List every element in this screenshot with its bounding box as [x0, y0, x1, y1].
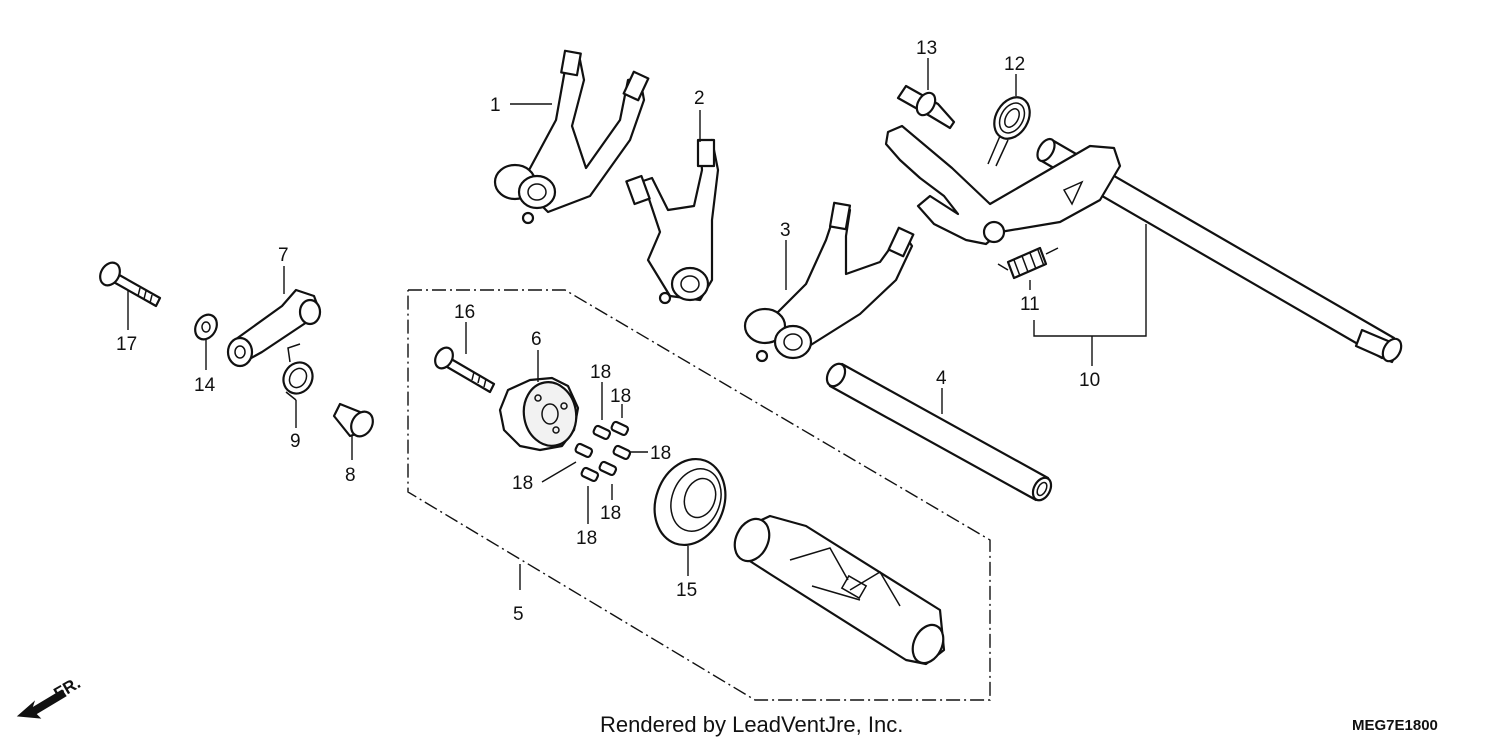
footer-credit: Rendered by LeadVentJre, Inc. — [600, 712, 903, 737]
washer-14[interactable] — [191, 311, 221, 344]
callout-7: 7 — [278, 245, 289, 266]
callout-18d: 18 — [512, 473, 533, 494]
spring-11[interactable] — [997, 246, 1059, 280]
gearshift-spindle-10[interactable] — [884, 124, 1405, 364]
callout-2: 2 — [694, 88, 705, 109]
callout-3: 3 — [780, 220, 791, 241]
callout-18a: 18 — [590, 362, 611, 383]
shift-drum[interactable] — [728, 513, 949, 668]
callout-18c: 18 — [650, 443, 671, 464]
collar-8[interactable] — [332, 402, 377, 440]
kit-5-boundary — [407, 289, 991, 701]
bolt-17[interactable] — [96, 259, 162, 308]
bolt-16[interactable] — [432, 344, 496, 394]
shift-fork-2[interactable] — [625, 138, 720, 305]
callout-16: 16 — [454, 302, 475, 323]
callout-10: 10 — [1079, 370, 1100, 391]
callout-15: 15 — [676, 580, 697, 601]
callout-4: 4 — [936, 368, 947, 389]
diagram-code: MEG7E1800 — [1352, 717, 1438, 734]
callout-13: 13 — [916, 38, 937, 59]
leader-lines — [127, 58, 1147, 590]
callout-5: 5 — [513, 604, 524, 625]
callout-6: 6 — [531, 329, 542, 350]
spring-9[interactable] — [278, 343, 318, 401]
callout-17: 17 — [116, 334, 137, 355]
callout-8: 8 — [345, 465, 356, 486]
shift-fork-3[interactable] — [743, 201, 915, 363]
callout-9: 9 — [290, 431, 301, 452]
drum-center-6[interactable] — [498, 376, 581, 452]
stopper-arm-7[interactable] — [226, 288, 322, 368]
callout-12: 12 — [1004, 54, 1025, 75]
callout-18b: 18 — [610, 386, 631, 407]
fork-shaft-4[interactable] — [823, 361, 1054, 504]
shift-fork-1[interactable] — [493, 49, 650, 225]
return-spring-12[interactable] — [987, 91, 1037, 167]
callout-18e: 18 — [600, 503, 621, 524]
callout-labels: 1 2 3 4 5 6 7 8 9 10 11 12 13 14 15 16 1… — [116, 38, 1100, 625]
callout-11: 11 — [1020, 294, 1040, 315]
callout-18f: 18 — [576, 528, 597, 549]
callout-14: 14 — [194, 375, 216, 396]
callout-1: 1 — [490, 95, 501, 116]
arrow-icon — [16, 689, 67, 719]
bearing-15[interactable] — [643, 449, 737, 555]
front-direction-arrow: FR. — [16, 673, 84, 719]
dowel-pins-18[interactable] — [574, 420, 632, 483]
bolt-13[interactable] — [896, 84, 956, 130]
